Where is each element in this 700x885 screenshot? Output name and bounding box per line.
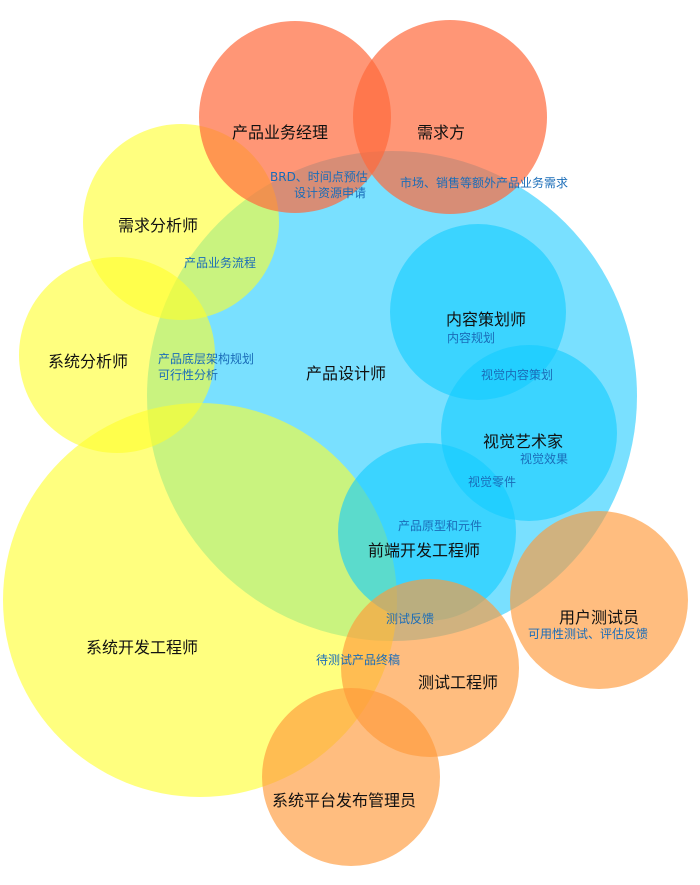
role-req-analyst: 需求分析师: [118, 216, 199, 235]
circle-release: [262, 688, 440, 866]
note-final: 待测试产品终稿: [316, 653, 401, 667]
note-brd: BRD、时间点预估: [270, 170, 368, 184]
note-visual-content: 视觉内容策划: [481, 368, 554, 382]
circle-frontend: [338, 443, 516, 621]
note-market: 市场、销售等额外产品业务需求: [400, 176, 569, 190]
circle-sysdev: [3, 403, 397, 797]
note-content-plan: 内容规划: [447, 331, 496, 345]
note-flow: 产品业务流程: [184, 256, 257, 270]
circle-demand: [353, 20, 547, 214]
note-feedback: 测试反馈: [386, 612, 435, 626]
role-usertest: 用户测试员: [559, 608, 640, 627]
role-content: 内容策划师: [446, 310, 527, 329]
role-tester: 测试工程师: [418, 673, 499, 692]
circle-usertest: [510, 511, 688, 689]
note-prototype: 产品原型和元件: [398, 519, 483, 533]
role-designer: 产品设计师: [306, 364, 387, 383]
note-visual-parts: 视觉零件: [468, 475, 517, 489]
role-visual: 视觉艺术家: [483, 432, 564, 451]
note-feasibility: 可行性分析: [158, 368, 219, 382]
circle-pm: [199, 21, 391, 213]
role-frontend: 前端开发工程师: [368, 541, 481, 560]
role-sys-analyst: 系统分析师: [48, 352, 129, 371]
role-sysdev: 系统开发工程师: [86, 638, 199, 657]
note-visual-effect: 视觉效果: [520, 452, 569, 466]
circle-sys-analyst: [19, 257, 215, 453]
note-design-resources: 设计资源申请: [294, 186, 367, 200]
note-usability: 可用性测试、评估反馈: [528, 627, 649, 641]
note-architecture: 产品底层架构规划: [158, 352, 255, 366]
role-pm: 产品业务经理: [232, 123, 329, 142]
role-release: 系统平台发布管理员: [272, 791, 417, 810]
role-demand: 需求方: [417, 123, 466, 142]
